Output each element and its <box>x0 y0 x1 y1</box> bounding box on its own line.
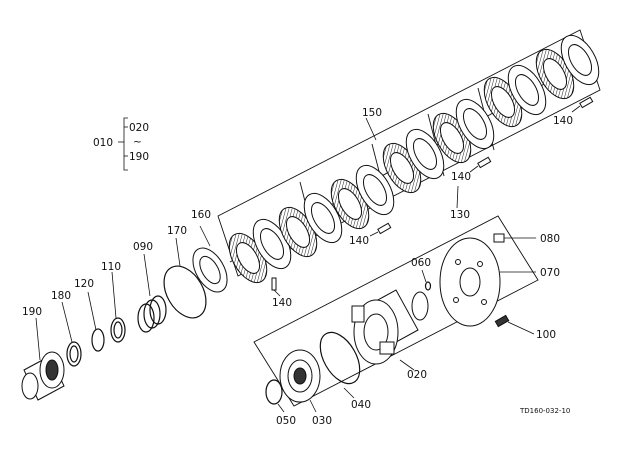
callout-140-c: 140 <box>451 171 471 183</box>
callout-040: 040 <box>351 399 371 411</box>
callout-020: 020 <box>407 369 427 381</box>
steel-plate <box>507 64 547 116</box>
spring-140-c <box>469 156 492 173</box>
callout-120: 120 <box>74 278 94 290</box>
ring-180 <box>66 341 82 367</box>
steel-plate <box>455 98 495 150</box>
callout-tilde: ~ <box>133 136 142 148</box>
snap-ring-170 <box>163 265 207 319</box>
bolt-100 <box>494 314 535 335</box>
callout-030: 030 <box>312 415 332 427</box>
snap-ring-050 <box>265 379 283 405</box>
callout-140-d: 140 <box>553 115 573 127</box>
spring-140-d <box>571 96 594 113</box>
callout-150: 150 <box>362 107 382 119</box>
clutch-drum-020 <box>351 289 429 365</box>
steel-plate <box>560 34 600 86</box>
callout-100: 100 <box>536 329 556 341</box>
spring-140-a <box>271 277 281 297</box>
washer-110 <box>110 317 126 343</box>
callout-170: 170 <box>167 225 187 237</box>
bolt-080 <box>493 233 536 243</box>
steel-plate <box>355 164 395 216</box>
callout-090: 090 <box>133 241 153 253</box>
clutch-plate-stack <box>192 34 600 293</box>
ring-120 <box>91 328 105 352</box>
callout-190: 190 <box>22 306 42 318</box>
bearing-housing-030 <box>279 349 321 403</box>
callout-140-a: 140 <box>272 297 292 309</box>
callout-080: 080 <box>540 233 560 245</box>
callout-020-range: 020 <box>129 122 149 134</box>
callout-070: 070 <box>540 267 560 279</box>
steel-plate <box>192 247 228 293</box>
callout-130: 130 <box>450 209 470 221</box>
callout-010: 010 <box>93 137 113 149</box>
callout-180: 180 <box>51 290 71 302</box>
callout-050: 050 <box>276 415 296 427</box>
callout-160: 160 <box>191 209 211 221</box>
callout-060: 060 <box>411 257 431 269</box>
gear-hub-190 <box>21 351 65 401</box>
reference-code: TD160-032-10 <box>519 407 570 415</box>
ring-040 <box>319 331 361 385</box>
callout-140-b: 140 <box>349 235 369 247</box>
spring-140-b <box>369 222 392 237</box>
steel-plate <box>405 128 445 180</box>
range-bracket <box>118 117 128 171</box>
ring-060 <box>424 281 432 291</box>
drum-plate-070 <box>439 237 501 327</box>
callout-190-range: 190 <box>129 151 149 163</box>
spring-090 <box>137 295 167 333</box>
callout-110: 110 <box>101 261 121 273</box>
